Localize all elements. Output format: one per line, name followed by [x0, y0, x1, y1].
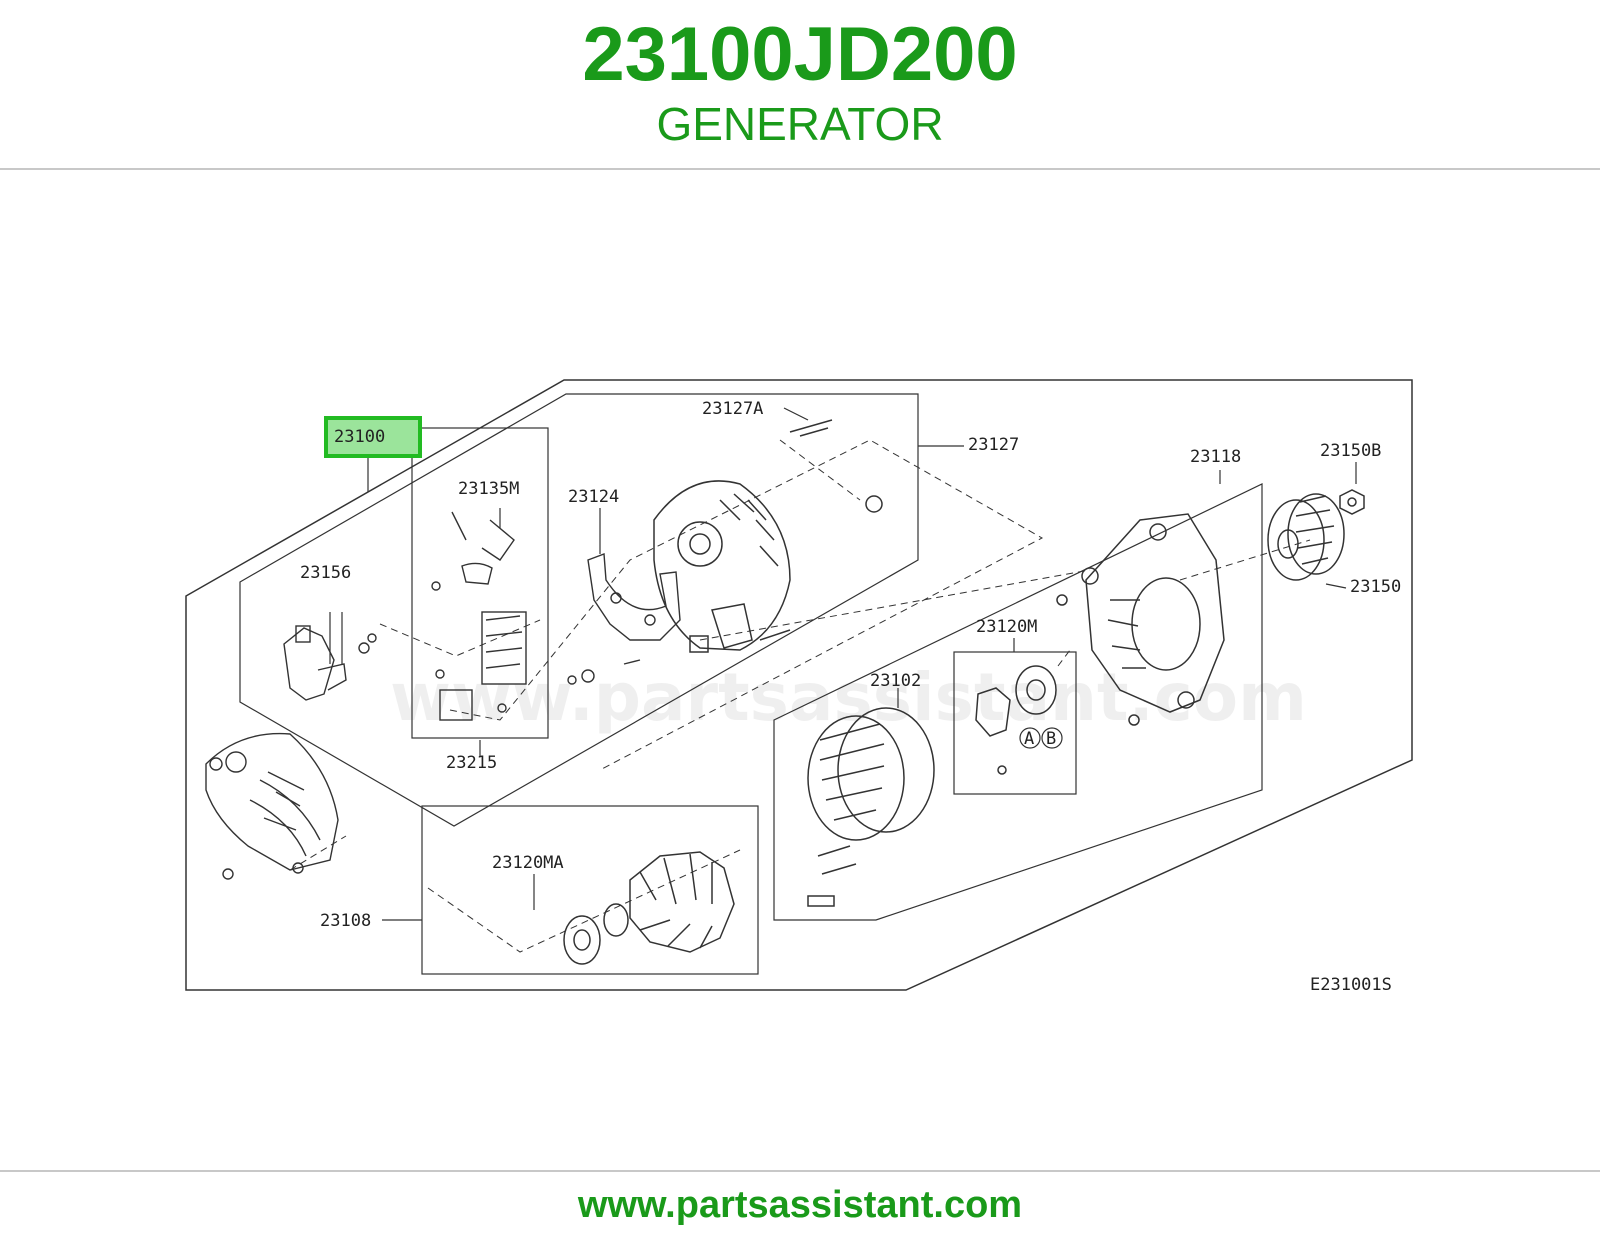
bearing-part: [975, 665, 1057, 775]
part-number: 23100JD200: [582, 12, 1018, 97]
footer-url-link[interactable]: www.partsassistant.com: [577, 1184, 1023, 1226]
label-23102[interactable]: 23102: [870, 671, 921, 691]
label-23135M[interactable]: 23135M: [458, 479, 519, 499]
rectifier-part: [567, 553, 681, 685]
footer-divider: [0, 1170, 1600, 1172]
marker-a: A: [1019, 727, 1041, 749]
svg-text:B: B: [1046, 729, 1056, 749]
header-divider: [0, 168, 1600, 170]
label-23150B[interactable]: 23150B: [1320, 441, 1381, 461]
rear-housing-part: [1056, 513, 1225, 726]
pulley-part: [1267, 493, 1345, 581]
marker-b: B: [1041, 727, 1063, 749]
svg-text:A: A: [1024, 729, 1034, 749]
brush-holder-part: [283, 625, 377, 701]
label-23120MA[interactable]: 23120MA: [492, 853, 564, 873]
label-23156[interactable]: 23156: [300, 563, 351, 583]
watermark: www.partsassistant.com: [390, 659, 1307, 736]
label-23215[interactable]: 23215: [446, 753, 497, 773]
label-23124[interactable]: 23124: [568, 487, 619, 507]
regulator-part: [431, 511, 527, 721]
assembly-highlight: [324, 416, 422, 458]
label-23127[interactable]: 23127: [968, 435, 1019, 455]
part-name: GENERATOR: [656, 98, 944, 150]
label-23100[interactable]: 23100: [334, 427, 385, 447]
label-23120M[interactable]: 23120M: [976, 617, 1037, 637]
label-23150[interactable]: 23150: [1350, 577, 1401, 597]
rotor-part: [563, 851, 735, 965]
assembly-guide-lines: [289, 439, 1311, 953]
leader-lines: [329, 407, 1357, 921]
label-23127A[interactable]: 23127A: [702, 399, 763, 419]
regulator-box: [411, 427, 549, 739]
front-housing-frame: [239, 393, 919, 827]
front-housing-part: [653, 419, 883, 653]
rear-housing-frame: [773, 483, 1263, 921]
assembly-frame: [185, 379, 1413, 991]
rear-cover-part: [205, 732, 339, 880]
bearing-box: [953, 651, 1077, 795]
header: 23100JD200 GENERATOR: [0, 0, 1600, 168]
nut-part: [1339, 489, 1365, 515]
drawing-code: E231001S: [1310, 975, 1392, 995]
rotor-box: [421, 805, 759, 975]
part-labels: 23100 23127A 23127 23135M 23124 23156 23…: [300, 399, 1401, 995]
label-23118[interactable]: 23118: [1190, 447, 1241, 467]
label-23108[interactable]: 23108: [320, 911, 371, 931]
stator-part: [807, 707, 935, 907]
